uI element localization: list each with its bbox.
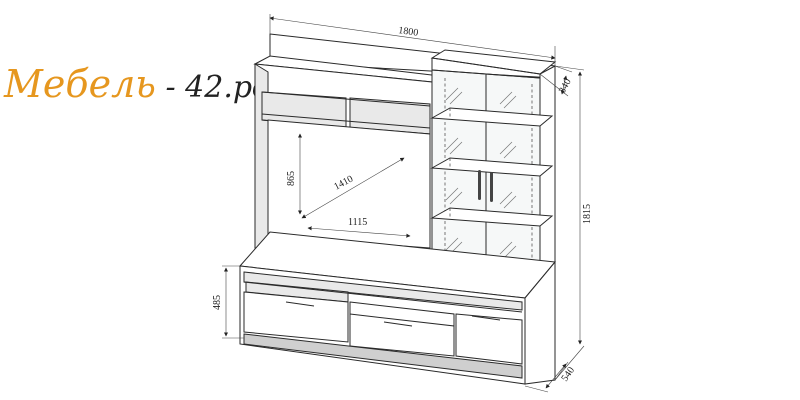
dim-niche-width: 1115 bbox=[348, 217, 367, 228]
dim-depth-bottom: 540 bbox=[559, 365, 577, 384]
drawer-handle bbox=[285, 301, 315, 307]
door-handle bbox=[471, 315, 501, 321]
cabinet-door-handle bbox=[490, 172, 493, 202]
dim-niche-height: 865 bbox=[286, 171, 297, 186]
dim-total-width: 1800 bbox=[398, 25, 419, 39]
cabinet-door-handle bbox=[478, 170, 481, 200]
drawer-handle bbox=[383, 321, 413, 327]
tv-stand-base bbox=[238, 231, 556, 385]
logo-brand-text: Мебель bbox=[4, 62, 156, 106]
dim-depth-top: 340 bbox=[557, 77, 574, 95]
dim-base-height: 485 bbox=[212, 295, 223, 310]
dim-total-height: 1815 bbox=[582, 204, 593, 224]
